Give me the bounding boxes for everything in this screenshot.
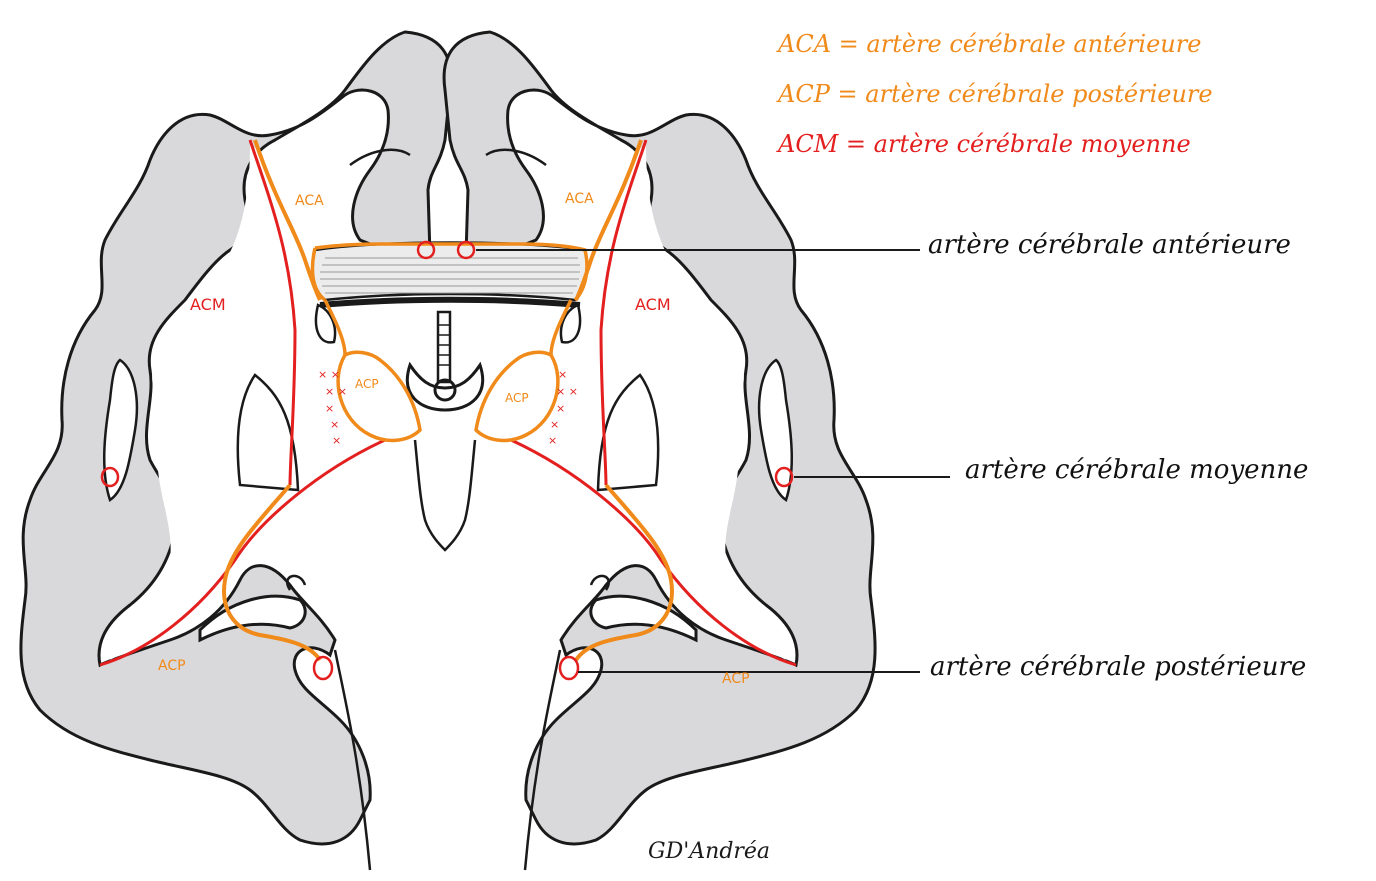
label-aca-right: ACA: [565, 191, 594, 207]
svg-text:×: ×: [325, 402, 334, 415]
label-acp-inner-right: ACP: [505, 391, 529, 405]
acp-vessel-right: [560, 657, 578, 679]
svg-text:×: ×: [550, 418, 559, 431]
legend-acp-text: artère cérébrale postérieure: [865, 80, 1212, 108]
acp-inner-left: [338, 352, 420, 440]
svg-text:×: ×: [330, 418, 339, 431]
callout-middle: artère cérébrale moyenne: [965, 455, 1308, 485]
legend-acm-abbr: ACM =: [778, 130, 866, 158]
legend-acp: ACP = artère cérébrale postérieure: [778, 80, 1213, 108]
callout-posterior: artère cérébrale postérieure: [930, 652, 1306, 682]
svg-text:×: ×: [556, 402, 565, 415]
svg-text:×: ×: [332, 434, 341, 447]
label-acm-right: ACM: [635, 295, 671, 314]
legend-aca-abbr: ACA =: [778, 30, 859, 58]
legend-acm-text: artère cérébrale moyenne: [874, 130, 1191, 158]
callout-anterior: artère cérébrale antérieure: [928, 230, 1291, 260]
label-aca-left: ACA: [295, 193, 324, 209]
label-acp-lower-right: ACP: [722, 671, 750, 687]
legend-acp-abbr: ACP =: [778, 80, 858, 108]
svg-text:× ×: × ×: [318, 368, 340, 381]
brainstem: [415, 440, 475, 550]
legend-acm: ACM = artère cérébrale moyenne: [778, 130, 1191, 158]
signature: GD'Andréa: [648, 839, 770, 864]
lateral-ventricle-left: [316, 305, 335, 342]
legend-aca-text: artère cérébrale antérieure: [866, 30, 1201, 58]
septum-pellucidum: [438, 312, 450, 382]
label-acm-left: ACM: [190, 295, 226, 314]
svg-text:× ×: × ×: [556, 385, 578, 398]
label-acp-inner-left: ACP: [355, 377, 379, 391]
svg-text:×: ×: [558, 368, 567, 381]
label-acp-lower-left: ACP: [158, 658, 186, 674]
fornix-band: [320, 300, 580, 305]
legend-aca: ACA = artère cérébrale antérieure: [778, 30, 1201, 58]
svg-text:× ×: × ×: [325, 385, 347, 398]
svg-text:×: ×: [548, 434, 557, 447]
acp-vessel-left: [314, 657, 332, 679]
lateral-ventricle-right: [561, 305, 580, 342]
corpus-callosum: [312, 243, 586, 301]
